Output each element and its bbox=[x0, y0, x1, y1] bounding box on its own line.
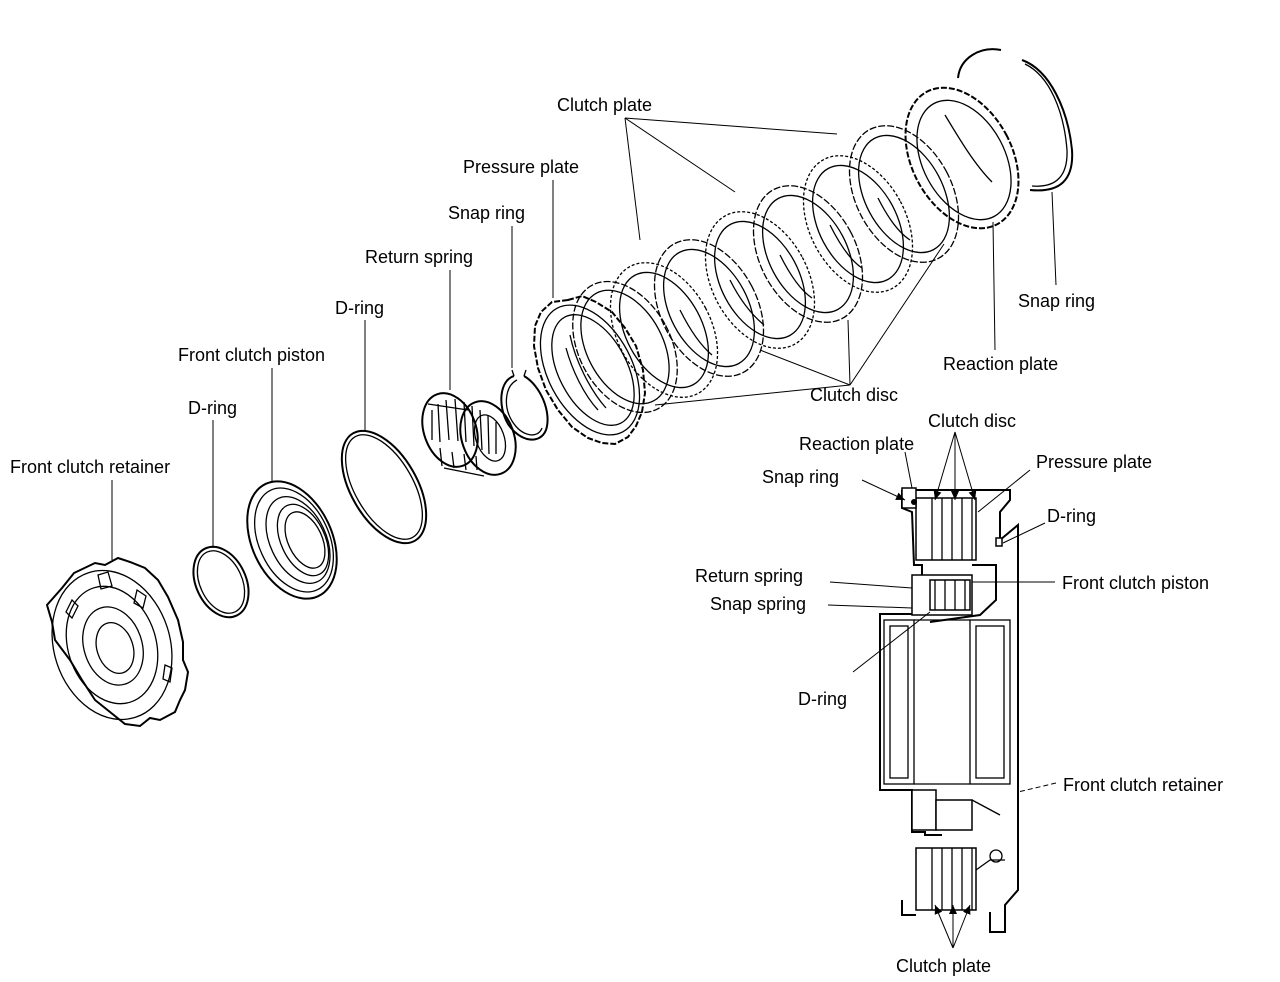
label-front-clutch-retainer-left: Front clutch retainer bbox=[10, 457, 170, 477]
label-clutch-disc-top: Clutch disc bbox=[810, 385, 898, 405]
label-return-spring-top: Return spring bbox=[365, 247, 473, 267]
label-snap-ring-right: Snap ring bbox=[1018, 291, 1095, 311]
cross-section-part bbox=[879, 487, 1019, 933]
label-section-pressure-plate: Pressure plate bbox=[1036, 452, 1152, 472]
label-section-front-clutch-retainer: Front clutch retainer bbox=[1063, 775, 1223, 795]
label-pressure-plate-top: Pressure plate bbox=[463, 157, 579, 177]
section-leader-lines bbox=[827, 431, 1057, 949]
label-section-return-spring: Return spring bbox=[695, 566, 803, 586]
label-reaction-plate-right: Reaction plate bbox=[943, 354, 1058, 374]
label-section-front-clutch-piston: Front clutch piston bbox=[1062, 573, 1209, 593]
label-section-snap-spring: Snap spring bbox=[710, 594, 806, 614]
label-section-clutch-plate: Clutch plate bbox=[896, 956, 991, 976]
front-clutch-retainer-part bbox=[45, 556, 190, 728]
label-snap-ring-mid: Snap ring bbox=[448, 203, 525, 223]
snap-ring-large-part bbox=[957, 48, 1074, 192]
clutch-stack-part bbox=[572, 125, 960, 414]
label-section-d-ring-top: D-ring bbox=[1047, 506, 1096, 526]
label-section-d-ring-bottom: D-ring bbox=[798, 689, 847, 709]
label-front-clutch-piston-top: Front clutch piston bbox=[178, 345, 325, 365]
pressure-plate-part bbox=[532, 294, 647, 446]
front-clutch-piston-part bbox=[246, 480, 338, 600]
label-section-clutch-disc: Clutch disc bbox=[928, 411, 1016, 431]
label-d-ring-mid: D-ring bbox=[335, 298, 384, 318]
label-section-reaction-plate: Reaction plate bbox=[799, 434, 914, 454]
label-d-ring-left: D-ring bbox=[188, 398, 237, 418]
snap-ring-small-part bbox=[500, 369, 549, 441]
d-ring-small-part bbox=[192, 545, 250, 619]
reaction-plate-part bbox=[904, 86, 1020, 230]
label-section-snap-ring: Snap ring bbox=[762, 467, 839, 487]
label-clutch-plate-top: Clutch plate bbox=[557, 95, 652, 115]
exploded-leader-lines bbox=[111, 117, 1057, 560]
labels: Clutch plate Pressure plate Snap ring Re… bbox=[10, 95, 1223, 976]
d-ring-large-part bbox=[340, 429, 428, 545]
return-spring-part bbox=[421, 392, 517, 477]
